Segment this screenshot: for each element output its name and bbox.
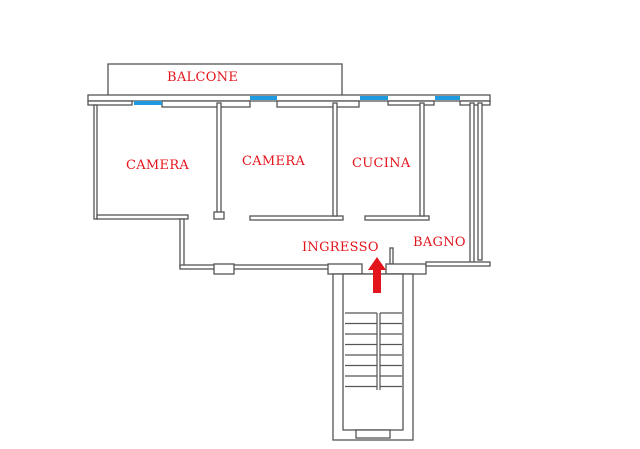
room-label-balcone: BALCONE [167, 70, 239, 85]
room-label-camera-1: CAMERA [126, 158, 190, 173]
balcony-outline [107, 63, 343, 97]
room-label-bagno: BAGNO [413, 235, 466, 250]
room-label-cucina: CUCINA [352, 156, 411, 171]
top-exterior-wall [87, 94, 491, 108]
window [250, 96, 277, 100]
room-label-camera-2: CAMERA [242, 154, 306, 169]
walls [93, 102, 491, 275]
windows [134, 96, 460, 105]
entrance-arrow-icon [368, 257, 386, 293]
window [134, 101, 162, 105]
staircase [332, 273, 414, 441]
window [435, 96, 460, 100]
window [360, 96, 388, 100]
room-label-ingresso: INGRESSO [302, 240, 379, 255]
